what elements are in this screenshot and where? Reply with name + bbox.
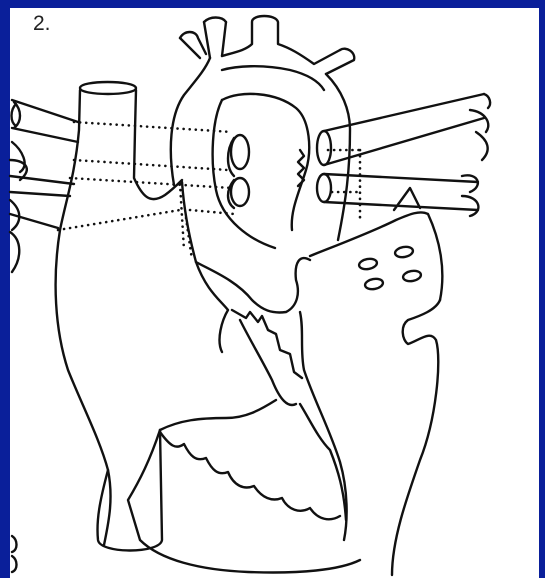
ventricular-septum [160, 310, 346, 520]
aortic-arch [171, 16, 354, 240]
slide-number: 2. [33, 12, 51, 36]
edge-mark [12, 536, 17, 572]
pulmonary-trunk [213, 94, 310, 248]
left-pulmonary-vessels [317, 94, 490, 216]
pulmonary-vein-openings [358, 246, 421, 291]
right-pulmonary-veins [10, 100, 78, 272]
superior-vena-cava [56, 82, 182, 545]
